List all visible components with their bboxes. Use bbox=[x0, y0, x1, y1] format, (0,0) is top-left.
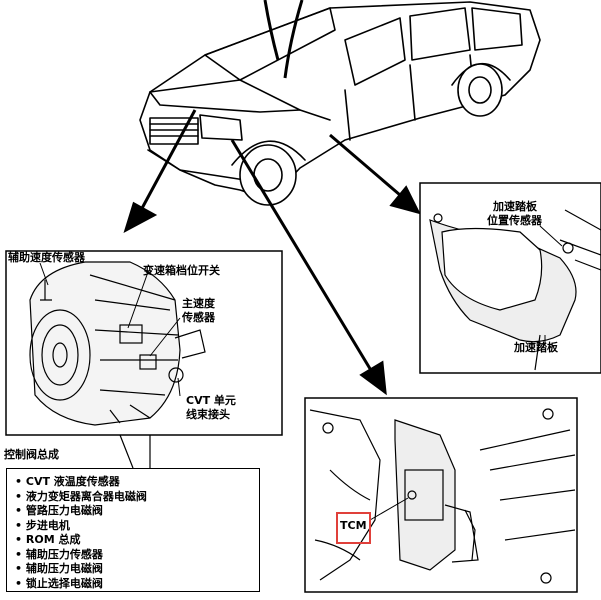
tcm-illustration bbox=[309, 408, 576, 584]
cvt-unit-connector-label-2: 线束接头 bbox=[186, 408, 230, 421]
list-item: 步进电机 bbox=[15, 519, 251, 534]
list-item: 管路压力电磁阀 bbox=[15, 504, 251, 519]
accel-pedal-sensor-label-2: 位置传感器 bbox=[487, 214, 542, 227]
tcm-leader-line bbox=[369, 497, 409, 521]
main-speed-sensor-label-1: 主速度 bbox=[182, 297, 215, 310]
transmission-illustration bbox=[29, 261, 206, 426]
transmission-leader-lines bbox=[39, 262, 181, 397]
accel-pedal-sensor-label-1: 加速踏板 bbox=[493, 200, 537, 213]
tcm-label: TCM bbox=[340, 519, 367, 532]
list-item: 辅助压力传感器 bbox=[15, 548, 251, 563]
main-speed-sensor-label-2: 传感器 bbox=[182, 311, 215, 324]
list-item: CVT 液温度传感器 bbox=[15, 475, 251, 490]
accel-pedal-label: 加速踏板 bbox=[514, 341, 558, 354]
pointer-arrows bbox=[123, 0, 421, 396]
control-valve-components-list: CVT 液温度传感器 液力变矩器离合器电磁阀 管路压力电磁阀 步进电机 ROM … bbox=[6, 468, 260, 592]
vehicle-illustration bbox=[139, 1, 541, 206]
aux-speed-sensor-label: 辅助速度传感器 bbox=[8, 251, 85, 264]
accel-pedal-illustration bbox=[429, 209, 601, 371]
control-valve-assembly-label: 控制阀总成 bbox=[4, 448, 59, 461]
shift-position-switch-label: 变速箱档位开关 bbox=[143, 264, 220, 277]
accel-leader-lines bbox=[539, 225, 563, 346]
callout-connector bbox=[119, 434, 151, 469]
list-item: 锁止选择电磁阀 bbox=[15, 577, 251, 592]
tcm-highlight-box bbox=[336, 512, 371, 544]
list-item: 辅助压力电磁阀 bbox=[15, 562, 251, 577]
cvt-unit-connector-label-1: CVT 单元 bbox=[186, 394, 236, 407]
list-item: 液力变矩器离合器电磁阀 bbox=[15, 490, 251, 505]
list-item: ROM 总成 bbox=[15, 533, 251, 548]
